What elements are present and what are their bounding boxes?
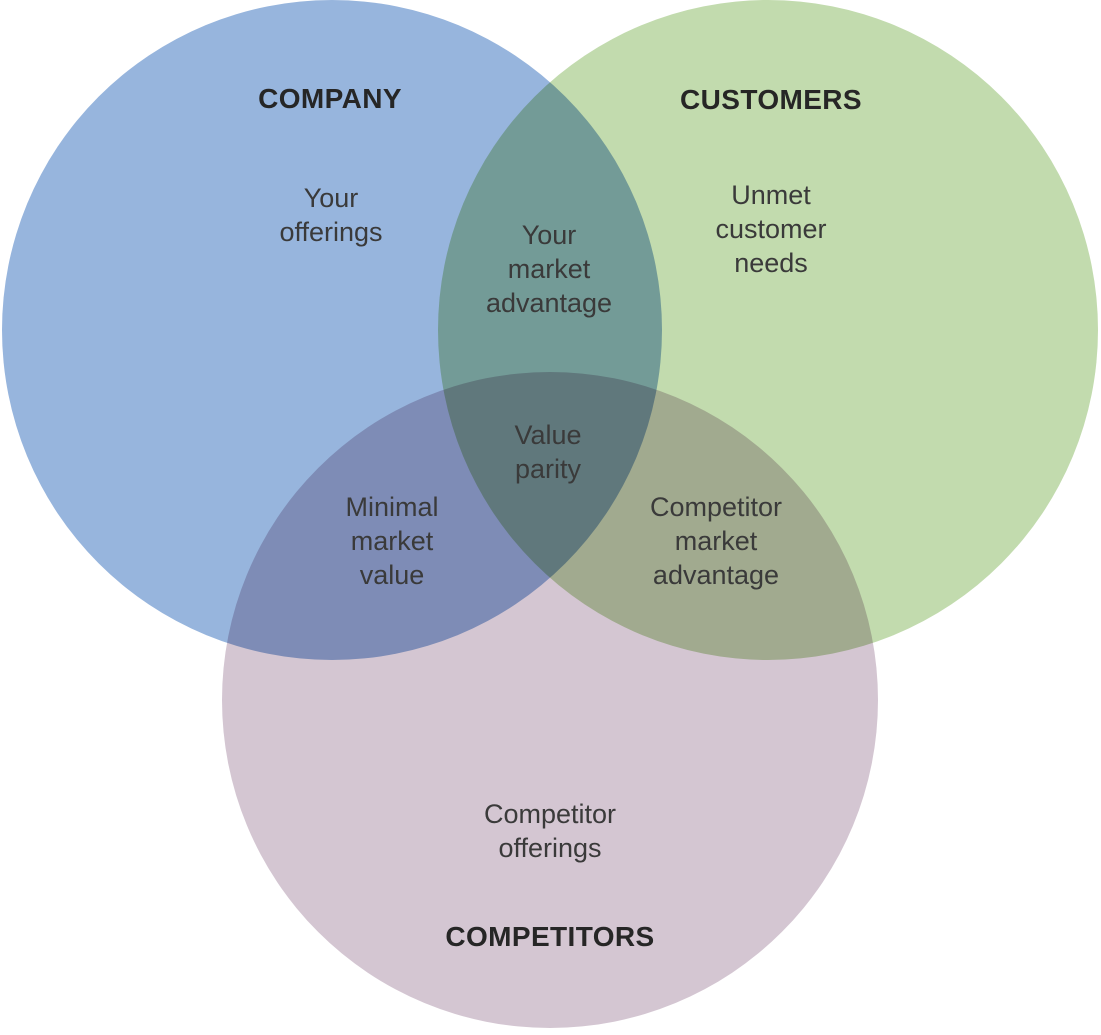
customers-title: CUSTOMERS bbox=[680, 84, 862, 115]
competitors-title: COMPETITORS bbox=[445, 921, 655, 952]
company-competitors-intersection-label: Minimal market value bbox=[345, 492, 439, 590]
competitors-exclusive-label: Competitor offerings bbox=[483, 799, 617, 863]
triple-intersection-label: Value parity bbox=[514, 420, 582, 484]
competitors-circle bbox=[222, 372, 878, 1028]
company-customers-intersection-label: Your market advantage bbox=[485, 220, 613, 318]
company-exclusive-label: Your offerings bbox=[279, 183, 383, 247]
customers-exclusive-label: Unmet customer needs bbox=[715, 180, 827, 278]
customers-competitors-intersection-label: Competitor market advantage bbox=[649, 492, 783, 590]
company-title: COMPANY bbox=[258, 83, 402, 114]
